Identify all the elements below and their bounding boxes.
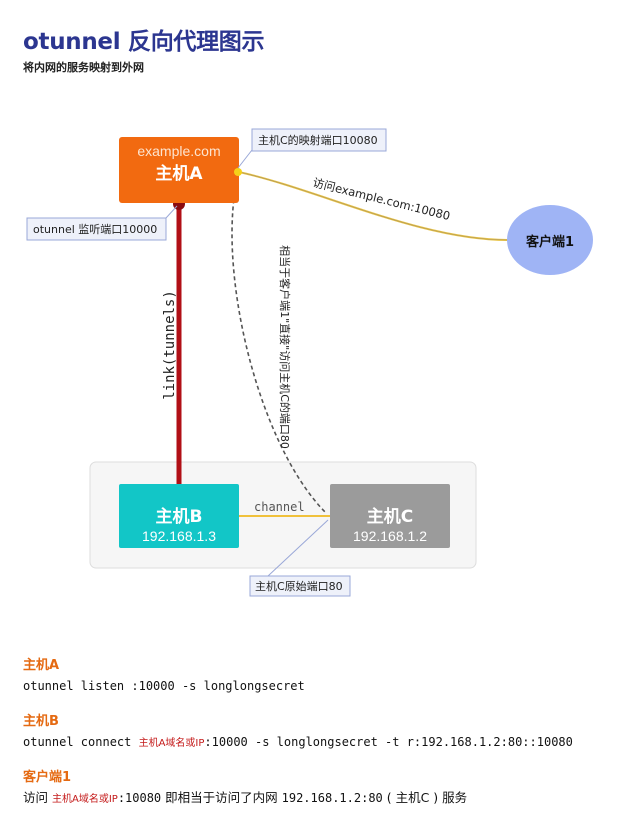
host-a-placeholder: 主机A域名或IP (138, 738, 205, 749)
host-a-box (119, 137, 239, 203)
equivalent-label: 相当于客户端1"直接"访问主机C的端口80 (278, 245, 292, 449)
original-port-callout (249, 575, 351, 597)
host-c-name: 主机C (367, 506, 413, 527)
mapped-port-callout (251, 128, 387, 152)
host-c-box (330, 484, 450, 548)
section-heading: 客户端1 (23, 770, 72, 785)
listen-port-callout (26, 217, 167, 241)
command-text: otunnel listen :10000 -s longlongsecret (23, 679, 305, 693)
original-port-callout-text: 主机C原始端口80 (255, 579, 343, 593)
command-section-host-b: 主机B otunnel connect 主机A域名或IP:10000 -s lo… (23, 712, 613, 752)
command-text: ( 主机C ) 服务 (382, 790, 468, 805)
host-a-placeholder: 主机A域名或IP (51, 794, 118, 805)
command-section-host-a: 主机A otunnel listen :10000 -s longlongsec… (23, 656, 613, 696)
equivalent-path (231, 171, 326, 513)
client-name: 客户端1 (526, 234, 574, 250)
tunnel-label: link(tunnels) (162, 290, 178, 400)
original-port-callout-pointer (267, 519, 329, 577)
client-node (507, 205, 593, 275)
command-line: 访问 主机A域名或IP:10080 即相当于访问了内网 192.168.1.2:… (23, 788, 613, 808)
command-text: 即相当于访问了内网 (161, 790, 282, 805)
section-heading: 主机B (23, 714, 59, 729)
channel-label: channel (254, 500, 305, 514)
mapped-port-callout-pointer (237, 149, 253, 169)
command-line: otunnel listen :10000 -s longlongsecret (23, 676, 613, 696)
host-b-ip: 192.168.1.3 (142, 528, 216, 544)
mapped-port-dot (234, 168, 242, 176)
command-text: :10080 (117, 791, 162, 805)
page-title: otunnel 反向代理图示 (23, 29, 265, 55)
listen-port-callout-pointer (165, 205, 178, 219)
section-heading: 主机A (23, 658, 60, 673)
host-c-ip: 192.168.1.2 (353, 528, 427, 544)
command-text: 192.168.1.2:80 (281, 791, 383, 805)
client-access-line (238, 171, 509, 241)
host-b-name: 主机B (156, 506, 203, 527)
listen-port-callout-text: otunnel 监听端口10000 (33, 223, 157, 236)
host-a-name: 主机A (155, 163, 203, 184)
host-a-domain: example.com (137, 143, 220, 159)
command-text: 访问 (23, 790, 52, 805)
client-access-line-shadow (238, 171, 509, 241)
host-b-box (119, 484, 239, 548)
command-section-client: 客户端1 访问 主机A域名或IP:10080 即相当于访问了内网 192.168… (23, 768, 613, 808)
proxy-diagram: channel link(tunnels) example.com 主机A 主机… (26, 128, 593, 597)
command-line: otunnel connect 主机A域名或IP:10000 -s longlo… (23, 732, 613, 752)
command-text: :10000 -s longlongsecret -t r:192.168.1.… (204, 735, 573, 749)
mapped-port-callout-text: 主机C的映射端口10080 (258, 133, 378, 147)
command-text: otunnel connect (23, 735, 139, 749)
page-subtitle: 将内网的服务映射到外网 (23, 61, 144, 74)
